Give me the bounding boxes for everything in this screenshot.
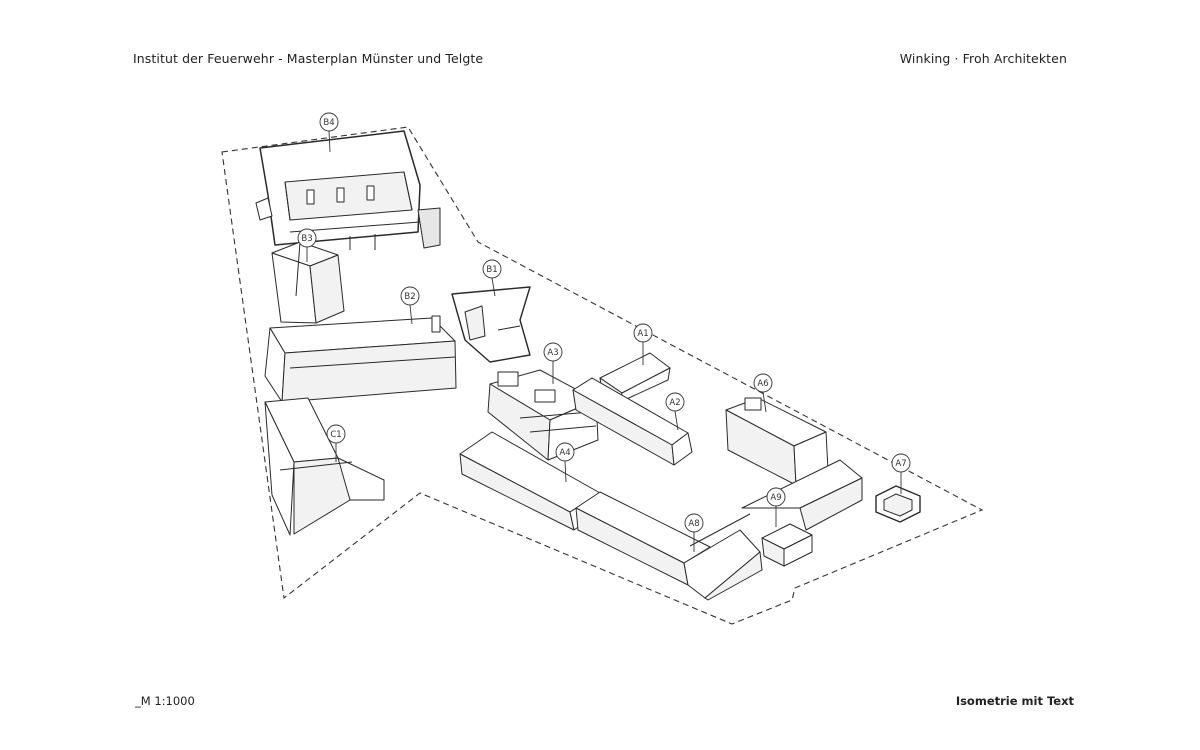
label-circle — [297, 228, 317, 248]
label-text: A1 — [637, 329, 648, 339]
building-label-b2: B2 — [400, 286, 420, 325]
building-a6 — [725, 397, 829, 486]
site-boundary — [221, 126, 984, 625]
label-text: A9 — [770, 493, 781, 503]
label-text: B4 — [323, 118, 334, 128]
leader-line — [762, 391, 767, 413]
building-c1 — [264, 397, 385, 536]
label-text: A2 — [669, 398, 680, 408]
building-label-c1: C1 — [326, 424, 346, 462]
building-a8 — [575, 491, 763, 601]
scale-label: _M 1:1000 — [135, 694, 195, 708]
label-text: A6 — [757, 379, 768, 389]
project-title: Institut der Feuerwehr - Masterplan Müns… — [133, 51, 484, 66]
label-text: A7 — [895, 459, 906, 469]
label-text: B2 — [404, 292, 415, 302]
building-b3 — [271, 241, 345, 324]
label-text: B1 — [486, 265, 497, 275]
label-text: A4 — [559, 448, 570, 458]
label-circle — [326, 424, 346, 444]
building-label-a2: A2 — [665, 392, 685, 431]
building-label-a3: A3 — [543, 342, 563, 384]
label-text: C1 — [330, 430, 341, 440]
leader-line — [674, 410, 679, 431]
label-circle — [400, 286, 420, 306]
building-label-a4: A4 — [555, 442, 575, 483]
building-label-a7: A7 — [891, 453, 911, 494]
leader-line — [409, 304, 413, 325]
label-circle — [543, 342, 563, 362]
leader-line — [564, 460, 567, 483]
leader-line — [491, 277, 496, 297]
building-a2 — [572, 377, 693, 466]
building-a7 — [875, 485, 921, 523]
building-label-b1: B1 — [482, 259, 502, 297]
building-label-b4: B4 — [319, 112, 339, 153]
sheet-title: Isometrie mit Text — [955, 694, 1074, 708]
label-circle — [891, 453, 911, 473]
label-circle — [555, 442, 575, 462]
building-b4 — [255, 130, 441, 250]
building-label-a8: A8 — [684, 513, 704, 552]
building-b2 — [264, 315, 457, 403]
label-circle — [766, 487, 786, 507]
label-circle — [753, 373, 773, 393]
building-label-a6: A6 — [753, 373, 773, 413]
label-circle — [684, 513, 704, 533]
building-label-b3: B3 — [297, 228, 317, 262]
label-circle — [319, 112, 339, 132]
leader-line — [328, 130, 331, 153]
label-text: A3 — [547, 348, 558, 358]
building-label-a1: A1 — [633, 323, 653, 365]
label-circle — [665, 392, 685, 412]
label-text: B3 — [301, 234, 312, 244]
building-label-a9: A9 — [766, 487, 786, 527]
label-circle — [633, 323, 653, 343]
building-b1 — [451, 286, 531, 363]
label-circle — [482, 259, 502, 279]
label-text: A8 — [688, 519, 699, 529]
architects-name: Winking · Froh Architekten — [899, 51, 1067, 66]
